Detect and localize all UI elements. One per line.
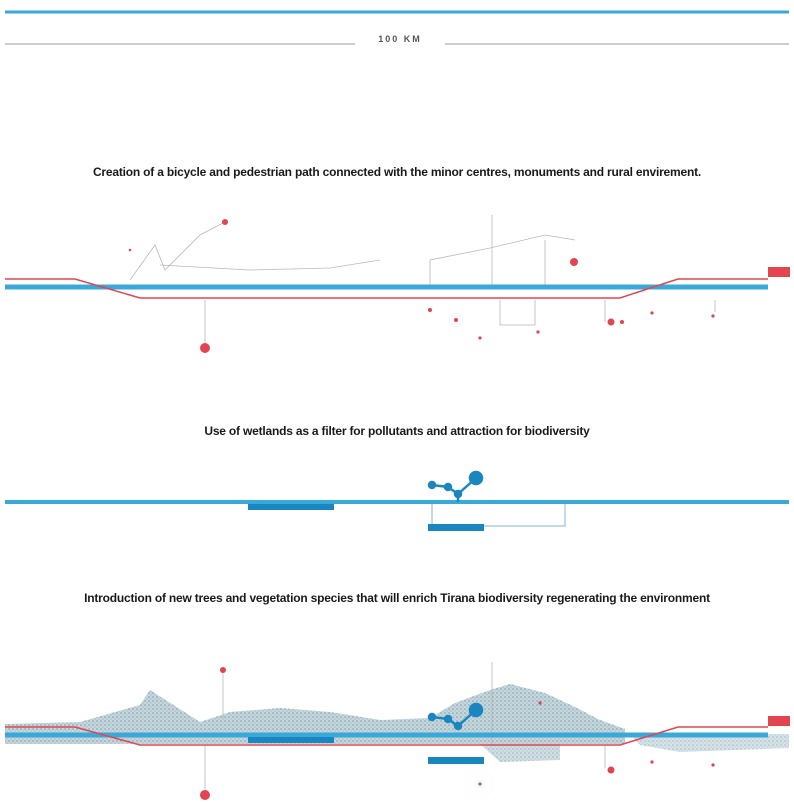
poi-dot-large <box>200 790 210 800</box>
biodiversity-molecule-icon-3 <box>427 702 484 731</box>
wetland-basin-3 <box>248 737 334 743</box>
section-3-diagram <box>5 662 790 800</box>
poi-dot <box>607 318 615 326</box>
poi-dot <box>620 320 624 324</box>
poi-dot <box>711 314 715 318</box>
poi-dot <box>428 308 432 312</box>
poi-dot <box>570 258 578 266</box>
poi-dot <box>650 311 654 315</box>
vegetation-mass <box>5 684 625 744</box>
caption-vegetation: Introduction of new trees and vegetation… <box>84 591 710 605</box>
caption-bicycle-path: Creation of a bicycle and pedestrian pat… <box>92 165 702 179</box>
path-terminal-marker <box>768 267 790 277</box>
poi-dot <box>220 667 226 673</box>
connection-lines <box>129 215 716 345</box>
vegetation-mass-right <box>630 734 789 752</box>
poi-dot <box>538 701 542 705</box>
poi-dot <box>478 336 482 340</box>
poi-dot-large <box>200 343 210 353</box>
biodiversity-molecule-icon <box>427 470 484 502</box>
wetland-basin-1 <box>248 504 334 510</box>
poi-dot <box>454 318 458 322</box>
poi-dot <box>650 760 654 764</box>
caption-wetlands: Use of wetlands as a filter for pollutan… <box>204 424 590 438</box>
poi-dots-3 <box>200 667 715 800</box>
poi-dot <box>711 763 715 767</box>
wetland-basin-4 <box>428 757 484 764</box>
poi-dots-1 <box>128 219 715 353</box>
scale-bar <box>5 10 789 45</box>
poi-dot <box>536 330 540 334</box>
bicycle-path-line <box>5 278 768 299</box>
poi-dot <box>128 248 132 252</box>
connection-lines-3 <box>204 662 606 790</box>
poi-dot <box>222 219 228 225</box>
section-1-diagram <box>5 215 790 353</box>
poi-dot <box>607 766 615 774</box>
wetland-basin-2 <box>428 524 484 531</box>
poi-dot <box>478 782 482 786</box>
vegetation-mass-lower <box>480 744 560 762</box>
path-terminal-marker-3 <box>768 716 790 726</box>
wetland-channel <box>431 504 566 527</box>
bicycle-path-line-3 <box>5 726 768 746</box>
scale-label: 100 KM <box>360 34 440 44</box>
section-2-diagram <box>5 470 789 531</box>
